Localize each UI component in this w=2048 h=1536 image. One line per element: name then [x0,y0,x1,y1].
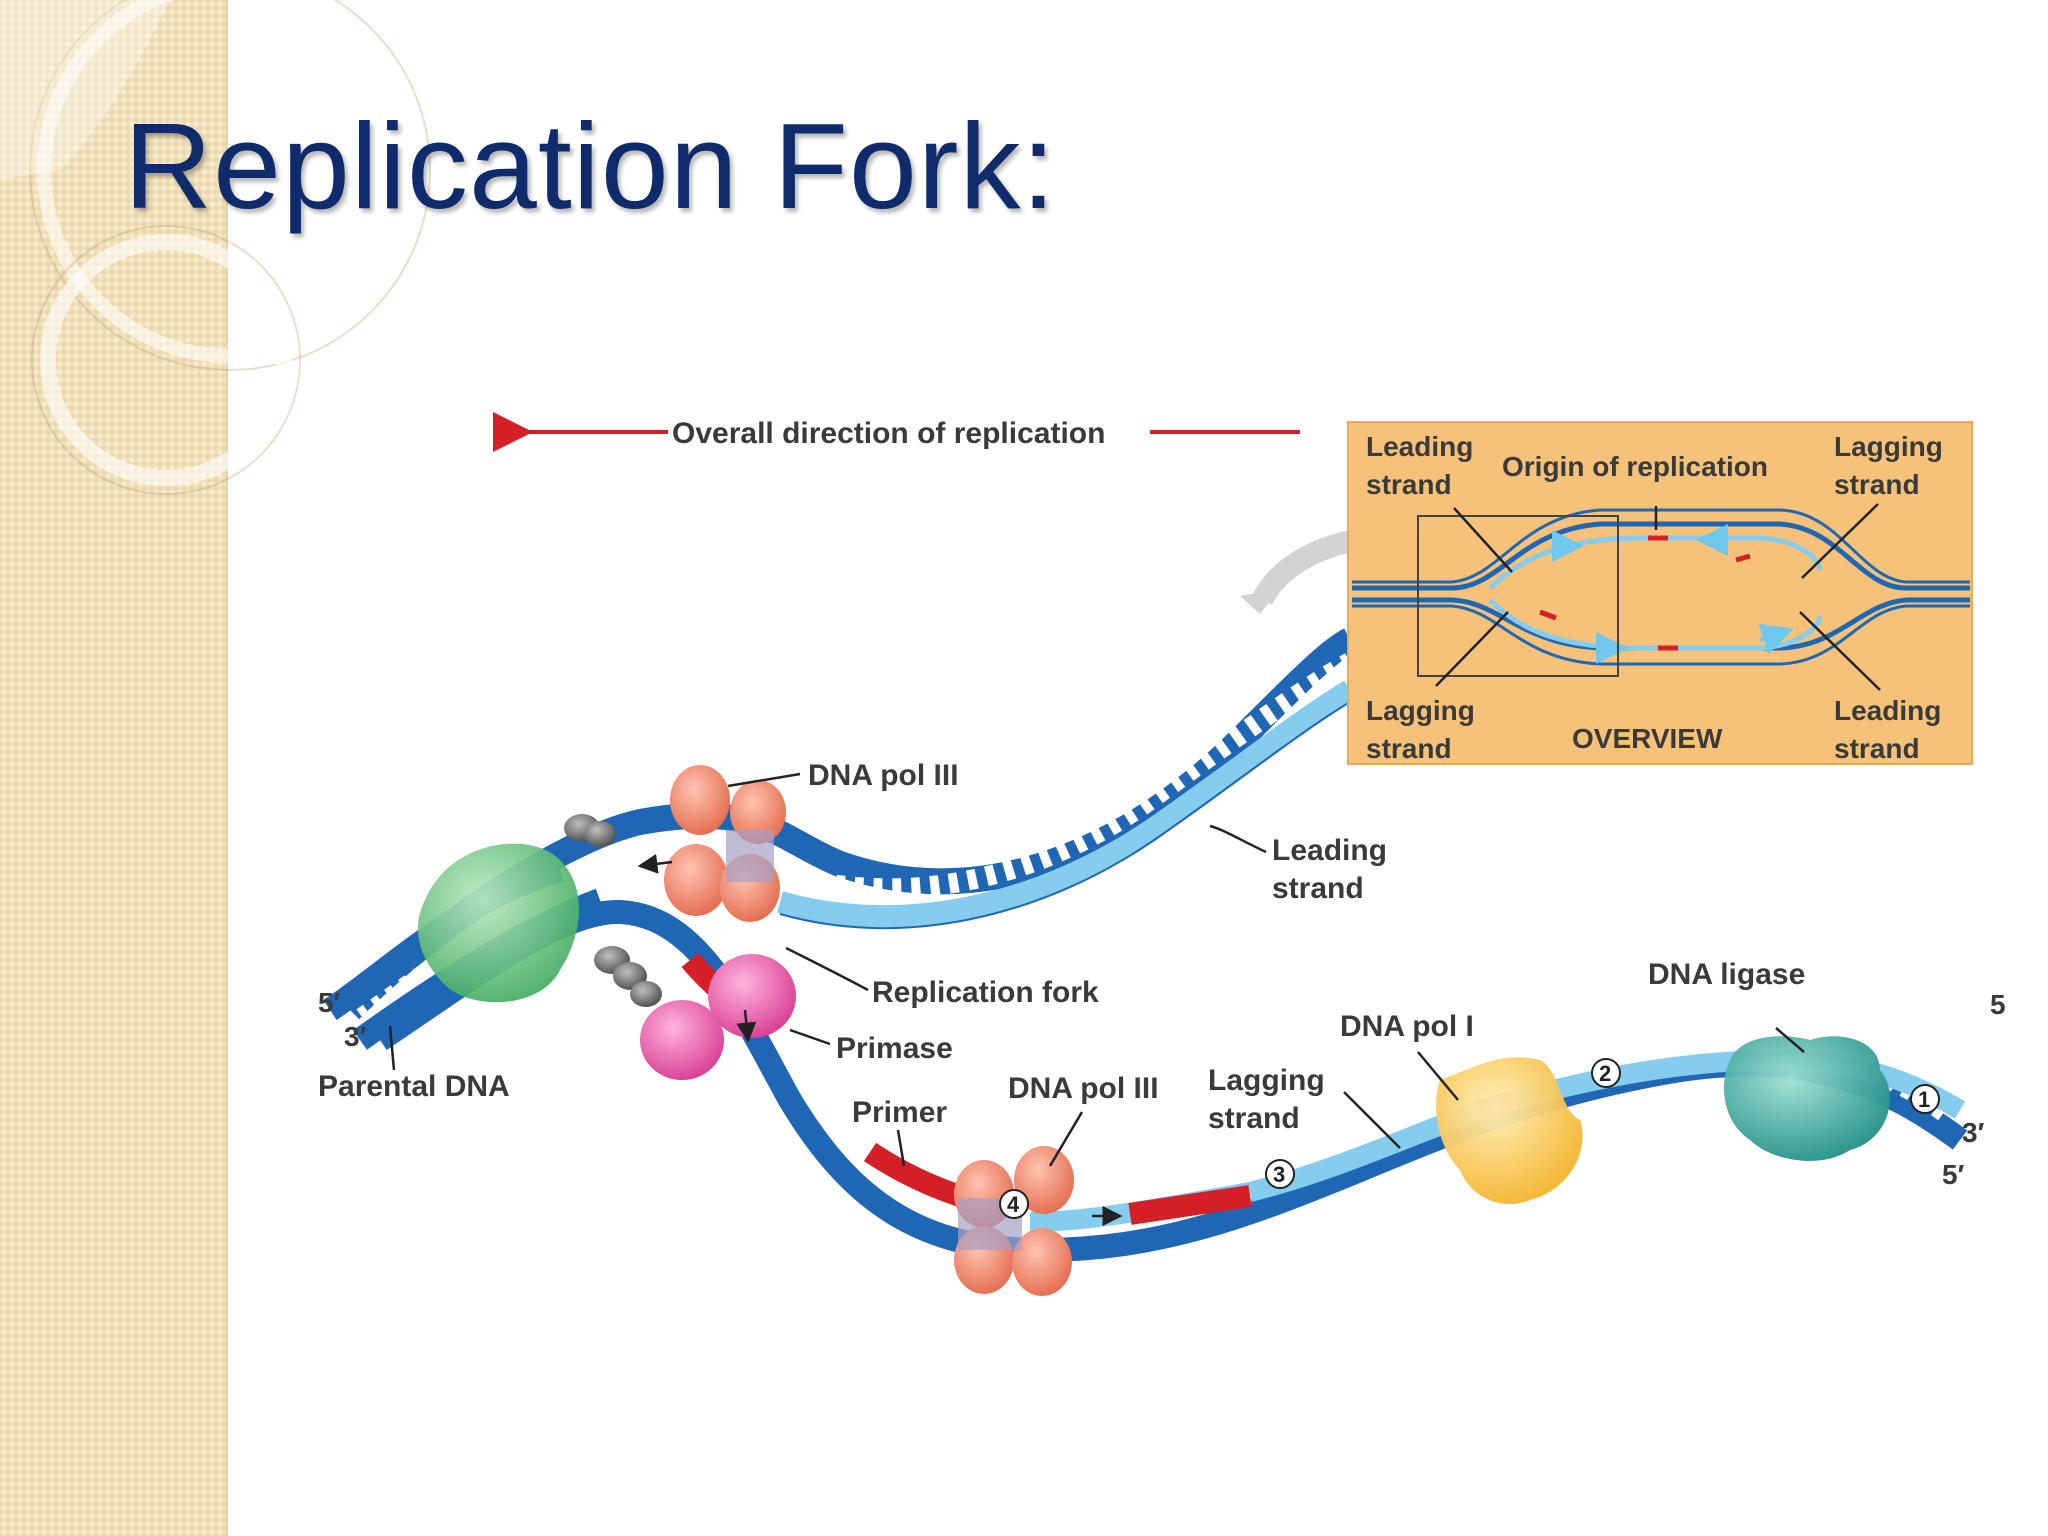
label-leading-strand-line1: Leading [1272,834,1387,867]
label-dna-ligase: DNA ligase [1648,958,1805,991]
new-leading-strand [777,680,1356,928]
label-parental-dna: Parental DNA [318,1070,510,1103]
helicase [417,843,579,1003]
overview-lagging-top-right-2: strand [1834,469,1920,500]
step-3: 3 [1273,1162,1285,1187]
label-replication-fork: Replication fork [872,976,1099,1009]
dna-pol-i [1436,1057,1583,1205]
step-1: 1 [1918,1087,1930,1112]
label-3-prime-right: 3′ [1962,1117,1985,1148]
leader-lines [388,772,1805,1167]
step-markers: 1 2 3 4 [999,1058,1940,1219]
dna-pol-iii-top [664,765,786,922]
overview-inset: Leading strand Origin of replication Lag… [1347,421,1973,765]
overview-lagging-bottom-left-2: strand [1366,733,1452,764]
label-primase: Primase [836,1032,953,1065]
direction-arrow: Overall direction of replication [493,412,1300,452]
label-5-prime-right: 5′ [1942,1159,1965,1190]
overview-leading-top-left-2: strand [1366,469,1452,500]
overview-leading-top-left-1: Leading [1366,431,1473,462]
label-lagging-strand-line1: Lagging [1208,1064,1325,1097]
overview-origin-label: Origin of replication [1502,451,1768,482]
primase [640,954,796,1080]
step-2: 2 [1599,1061,1611,1086]
direction-label: Overall direction of replication [672,417,1105,450]
label-3-prime-left: 3′ [344,1021,367,1052]
step-4: 4 [1007,1192,1020,1217]
dna-pol-iii-bottom [954,1146,1074,1296]
label-leading-strand-line2: strand [1272,872,1364,905]
label-lagging-strand-line2: strand [1208,1102,1300,1135]
overview-leading-bottom-right-1: Leading [1834,695,1941,726]
dna-ligase [1724,1036,1890,1161]
overview-caption: OVERVIEW [1572,723,1723,754]
single-strand-binding-proteins [564,814,662,1007]
overview-lagging-bottom-left-1: Lagging [1366,695,1475,726]
overview-leading-bottom-right-2: strand [1834,733,1920,764]
label-dna-pol-i: DNA pol I [1340,1010,1474,1043]
label-dna-pol-iii-bottom: DNA pol III [1008,1072,1159,1105]
primer-segment [1128,1185,1252,1225]
label-primer: Primer [852,1096,947,1129]
label-dna-pol-iii-top: DNA pol III [808,759,959,792]
overview-lagging-top-right-1: Lagging [1834,431,1943,462]
primer-segment [863,1142,964,1207]
slide-title: Replication Fork: [124,98,1057,234]
label-5-prime-left: 5′ [318,987,341,1018]
label-5-prime-right-top: 5 [1990,989,2006,1020]
